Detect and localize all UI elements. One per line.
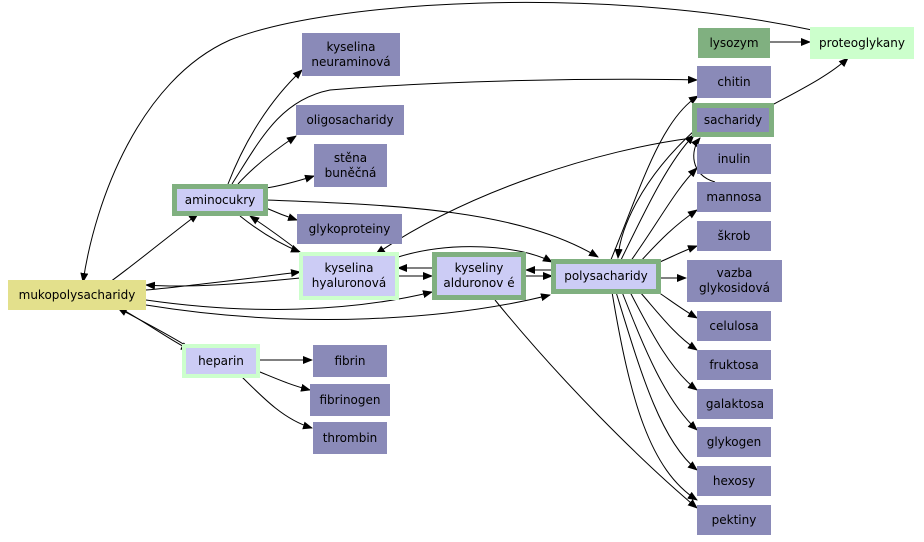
edge-amino-glyko [265,207,298,221]
edge-amino-stena [265,174,315,189]
edge-poly-sacharidy [619,134,695,263]
node-celulosa[interactable]: celulosa [697,311,771,341]
node-kyselina-hyaluronova[interactable]: kyselina hyaluronová [299,252,399,300]
node-hexosy[interactable]: hexosy [697,466,771,496]
edge-sacharidy-polysacharidy [614,129,696,259]
edge-amino-hyaluronova [239,215,301,253]
node-mannosa[interactable]: mannosa [697,182,771,212]
node-lysozym[interactable]: lysozym [698,28,770,58]
edge-amino-oligo [237,135,297,185]
edge-heparin-thrombin [239,374,313,430]
node-inulin[interactable]: inulin [697,144,771,174]
node-oligosacharidy[interactable]: oligosacharidy [296,105,404,135]
node-kyseliny-alduronove[interactable]: kyseliny alduronov é [432,252,526,300]
edge-poly-pektiny [611,291,698,501]
edge-poly-galaktosa [629,291,698,391]
edge-amino-polysacharidy [265,199,599,258]
edge-poly-hexosy [615,291,698,471]
edge-amino-neuraminova [227,69,303,185]
node-sacharidy[interactable]: sacharidy [692,103,774,137]
edge-muko-alduronove [145,290,433,310]
node-fibrin[interactable]: fibrin [313,345,387,377]
node-glykoproteiny[interactable]: glykoproteiny [297,214,402,244]
edge-hyaluronova-muko [145,277,301,290]
node-pektiny[interactable]: pektiny [697,505,771,535]
node-fibrinogen[interactable]: fibrinogen [310,384,390,416]
node-polysacharidy[interactable]: polysacharidy [551,259,661,294]
edge-heparin-fibrinogen [254,369,311,392]
node-galaktosa[interactable]: galaktosa [697,389,773,419]
edge-poly-mannosa [639,209,698,263]
node-fruktosa[interactable]: fruktosa [697,350,771,380]
edge-proteoglykany-mukopolysacharidy [80,1,813,283]
node-stena-bunecna[interactable]: stěna buněčná [314,144,387,187]
edge-hyaluronova-polysacharidy [394,246,553,263]
node-kyselina-neuraminova[interactable]: kyselina neuraminová [302,33,400,76]
node-heparin[interactable]: heparin [182,344,260,378]
edge-sacharidy-hyaluronova [375,137,693,255]
edge-poly-glykogen [621,291,698,431]
edge-sacharidy-proteoglykany [773,57,849,105]
node-chitin[interactable]: chitin [697,66,771,98]
node-vazba-glykosidova[interactable]: vazba glykosidová [687,260,782,302]
edge-alduronove-pektiny [494,299,698,509]
edge-sacharidy-self-loop [691,137,716,183]
edge-muko-aminocukry [109,213,199,283]
edge-poly-chitin [609,95,699,263]
edge-amino-chitin [231,75,698,185]
edge-muko-polysacharidy [145,293,551,320]
node-aminocukry[interactable]: aminocukry [172,184,268,216]
node-skrob[interactable]: škrob [697,221,771,251]
edge-heparin-muko [117,307,186,346]
edge-hyaluronova-amino [249,215,301,253]
node-glykogen[interactable]: glykogen [697,427,771,457]
edge-poly-inulin [629,167,698,263]
node-thrombin[interactable]: thrombin [313,422,387,454]
edge-poly-fruktosa [639,291,698,351]
edge-muko-hyaluronova [145,269,301,291]
node-mukopolysacharidy[interactable]: mukopolysacharidy [8,280,146,310]
node-proteoglykany[interactable]: proteoglykany [810,27,914,59]
